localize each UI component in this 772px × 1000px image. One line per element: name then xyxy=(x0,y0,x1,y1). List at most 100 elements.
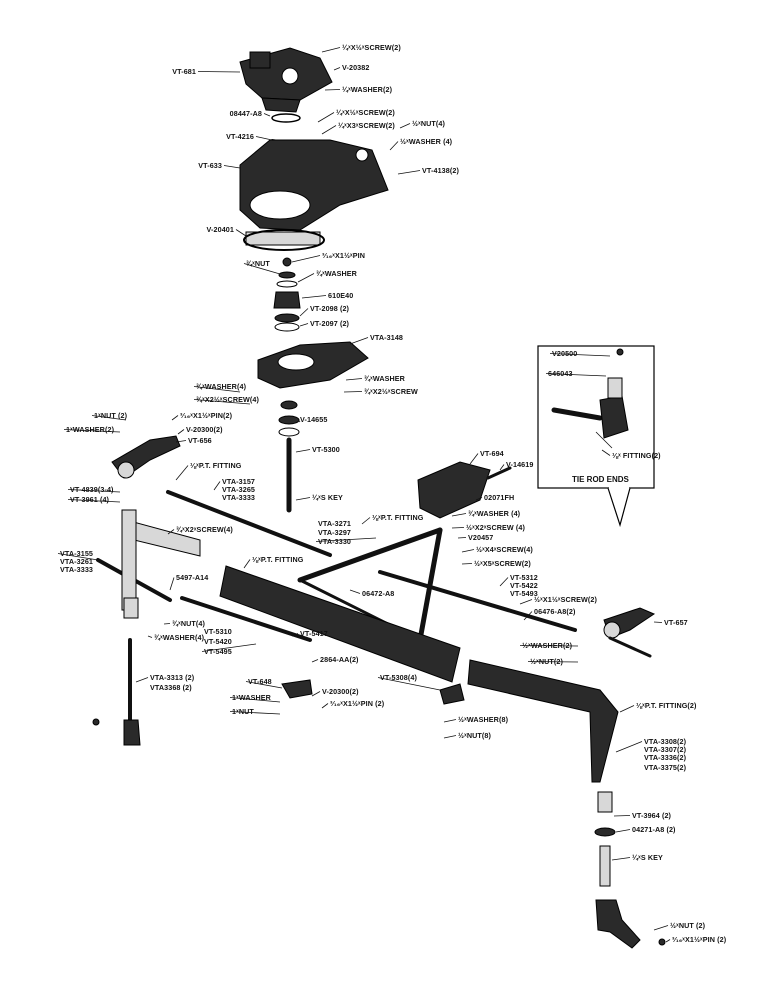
drag-link-vta3157 xyxy=(166,490,332,557)
callout-vt2097: VT-2097 (2) xyxy=(310,319,350,328)
leader-line xyxy=(67,499,121,503)
callout-vt5422: VT-5422 xyxy=(510,581,538,590)
callout-pin2-a: ³⁄₁₆ˣX1½ˣPIN(2) xyxy=(180,411,233,420)
callout-pt-fitting-a: ⅛ˣP.T. FITTING xyxy=(190,461,242,470)
nut-stack xyxy=(278,271,296,279)
callout-vt694: VT-694 xyxy=(480,449,504,458)
callout-p646043: 646043 xyxy=(548,369,573,378)
callout-nut2-b: ½ˣNUT (2) xyxy=(670,921,706,930)
callout-vta3148: VTA-3148 xyxy=(370,333,403,342)
callout-vt5310: VT-5310 xyxy=(204,627,232,636)
leader-line xyxy=(243,263,281,275)
callout-vta3308: VTA-3308(2) xyxy=(644,737,687,746)
kingpin-right xyxy=(599,845,611,887)
leader-line xyxy=(615,741,643,753)
callout-screw-b: ¼ˣX½ˣSCREW(2) xyxy=(336,108,395,117)
callout-key-a: ¼ˣS KEY xyxy=(312,493,343,502)
callout-p06472a8: 06472-A8 xyxy=(362,589,394,598)
callout-nut4: ½ˣNUT(4) xyxy=(412,119,445,128)
leader-line xyxy=(345,378,363,381)
callout-vta3333-a: VTA-3333 xyxy=(222,493,255,502)
leader-line xyxy=(197,71,241,73)
leader-line xyxy=(321,47,341,53)
leader-line xyxy=(343,391,363,393)
callout-washer1-b: 1ˣWASHER xyxy=(232,693,272,702)
nut-v14655 xyxy=(280,400,298,410)
callout-fitting: ⅛ˣ FITTING(2) xyxy=(612,451,661,460)
callout-screw4-x4: ½ˣX4ˣSCREW(4) xyxy=(476,545,533,554)
callout-key-b: ¼ˣS KEY xyxy=(632,853,663,862)
leader-line xyxy=(615,829,631,833)
leader-line xyxy=(321,125,337,135)
leader-line xyxy=(91,415,127,421)
leader-line xyxy=(451,527,465,529)
leader-line xyxy=(263,113,271,117)
callout-vt2098: VT-2098 (2) xyxy=(310,304,350,313)
callout-vta3297: VTA-3297 xyxy=(318,528,351,537)
leader-line xyxy=(63,429,121,433)
callout-v20401: V-20401 xyxy=(207,225,234,234)
bearing-610e40 xyxy=(273,291,301,309)
leader-line xyxy=(255,136,273,141)
leader-line xyxy=(333,67,341,71)
leader-line xyxy=(461,563,473,565)
leader-line xyxy=(311,659,319,663)
leader-line xyxy=(361,517,371,525)
arm-vt648 xyxy=(281,679,313,699)
leader-line xyxy=(297,273,315,283)
callout-vt3961: VT-3961 (4) xyxy=(70,495,110,504)
leader-line xyxy=(167,529,175,535)
gear-housing-cover-vt681 xyxy=(239,47,333,113)
callout-vta3313: VTA-3313 (2) xyxy=(150,673,195,682)
leader-line xyxy=(601,449,611,456)
leader-line xyxy=(519,599,533,605)
callout-nut8: ½ˣNUT(8) xyxy=(458,731,491,740)
callout-p04271a8: 04271-A8 (2) xyxy=(632,825,676,834)
leader-line xyxy=(499,577,509,587)
arm-vt656 xyxy=(111,435,181,479)
callout-vt648: VT-648 xyxy=(248,677,272,686)
callout-vta3271: VTA-3271 xyxy=(318,519,351,528)
leader-line xyxy=(613,815,631,817)
callout-v20382: V-20382 xyxy=(342,63,369,72)
callout-washer4-mid: ¾ˣWASHER(4) xyxy=(196,382,247,391)
leader-line xyxy=(223,165,241,169)
callout-nut1-b: 1ˣNUT xyxy=(232,707,254,716)
leader-line xyxy=(469,453,479,465)
leader-line xyxy=(523,611,533,621)
leader-line xyxy=(475,497,483,501)
tie-rod-ends-inset xyxy=(537,345,655,528)
callout-vt656: VT-656 xyxy=(188,436,212,445)
leader-line xyxy=(311,691,321,697)
callout-vta3307: VTA-3307(2) xyxy=(644,745,687,754)
callout-pt-fitting-d: ⅛ˣP.T. FITTING(2) xyxy=(636,701,697,710)
leader-line xyxy=(299,308,309,317)
callout-v14655: V-14655 xyxy=(300,415,327,424)
callout-v20500: V20500 xyxy=(552,349,577,358)
callout-vta3368: VTA3368 (2) xyxy=(150,683,192,692)
leader-line xyxy=(443,735,457,739)
pin-top xyxy=(282,257,292,267)
steering-arm-base-vta3148 xyxy=(257,341,369,389)
pin-v14619 xyxy=(486,466,512,480)
leader-line xyxy=(399,123,411,129)
leader-line xyxy=(549,353,611,357)
leader-line xyxy=(389,141,399,151)
bracket-vt694 xyxy=(417,461,491,519)
callout-v20300-b: V-20300(2) xyxy=(322,687,359,696)
leader-line xyxy=(243,559,251,569)
callout-vt5495: VT-5495 xyxy=(204,647,232,656)
leader-line xyxy=(213,481,221,491)
leader-line xyxy=(443,719,457,723)
leader-line xyxy=(545,373,607,377)
callout-vt5300: VT-5300 xyxy=(312,445,340,454)
leader-line xyxy=(321,703,329,709)
callout-pt-fitting-b: ⅛ˣP.T. FITTING xyxy=(372,513,424,522)
leader-line xyxy=(324,89,341,91)
bushing-vt3964 xyxy=(597,791,613,813)
spindle-right xyxy=(595,899,666,949)
callout-vt4839: VT-4839(3-4) xyxy=(70,485,114,494)
callout-vt5312: VT-5312 xyxy=(510,573,538,582)
callout-p2864aa: 2864-AA(2) xyxy=(320,655,359,664)
